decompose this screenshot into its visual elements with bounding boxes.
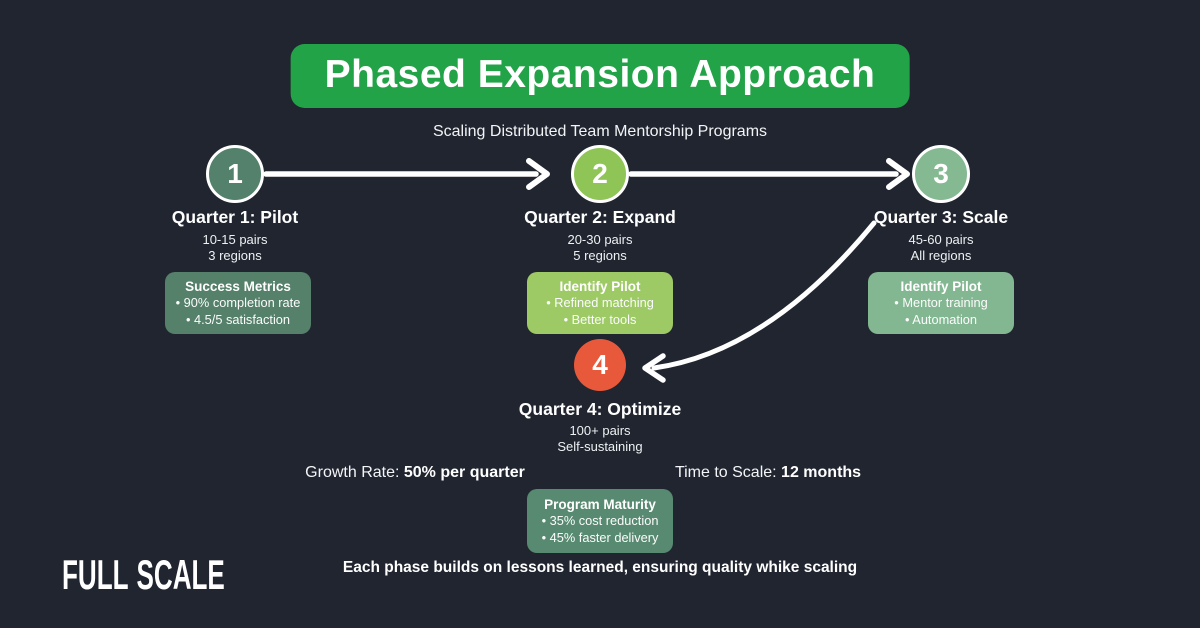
phase-2-bullet: • Refined matching bbox=[546, 295, 654, 310]
phase-2-box-title: Identify Pilot bbox=[559, 279, 641, 294]
phase-1-bullet: • 4.5/5 satisfaction bbox=[185, 311, 291, 327]
phase-1-number: 1 bbox=[227, 158, 243, 189]
phase-4-box-title: Program Maturity bbox=[544, 497, 656, 512]
page-title: Phased Expansion Approach bbox=[290, 44, 910, 108]
phase-4-sustaining: Self-sustaining bbox=[557, 438, 643, 454]
phase-1-meta: 10-15 pairs 3 regions bbox=[105, 232, 365, 263]
phase-2-meta: 20-30 pairs 5 regions bbox=[470, 232, 730, 263]
phase-3-pairs: 45-60 pairs bbox=[908, 232, 974, 247]
phase-3-box-title: Identify Pilot bbox=[900, 279, 982, 294]
phase-3-number: 3 bbox=[933, 158, 949, 189]
growth-rate-value: 50% per quarter bbox=[403, 464, 525, 481]
phase-4-metrics-box: Program Maturity • 35% cost reduction • … bbox=[527, 489, 673, 553]
time-to-scale-value: 12 months bbox=[781, 464, 862, 481]
page-subtitle: Scaling Distributed Team Mentorship Prog… bbox=[432, 123, 768, 140]
phase-4-number: 4 bbox=[592, 349, 608, 380]
phase-4-pairs: 100+ pairs bbox=[569, 423, 631, 438]
full-scale-logo: FULL SCALE bbox=[62, 551, 225, 598]
phase-4-heading: Quarter 4: Optimize bbox=[518, 399, 682, 419]
phase-1-metrics-box: Success Metrics • 90% completion rate • … bbox=[165, 272, 311, 334]
phase-3-metrics-box: Identify Pilot • Mentor training • Autom… bbox=[868, 272, 1014, 334]
phase-2-number: 2 bbox=[592, 158, 608, 189]
phase-2-regions: 5 regions bbox=[573, 247, 627, 263]
phase-3-regions: All regions bbox=[910, 247, 972, 263]
phase-3-meta: 45-60 pairs All regions bbox=[811, 232, 1071, 263]
phase-4-bullet: • 35% cost reduction bbox=[541, 513, 659, 528]
phase-3-heading: Quarter 3: Scale bbox=[873, 207, 1009, 227]
phase-4-meta: 100+ pairs Self-sustaining bbox=[470, 423, 730, 454]
phase-4-circle: 4 bbox=[574, 339, 626, 391]
phase-1-bullet: • 90% completion rate bbox=[175, 295, 301, 310]
phase-1-circle: 1 bbox=[206, 145, 264, 203]
phase-1-pairs: 10-15 pairs bbox=[202, 232, 268, 247]
arrow-q2-to-q3-head bbox=[886, 158, 910, 190]
growth-rate-stat: Growth Rate: 50% per quarter bbox=[305, 464, 525, 482]
footer-note: Each phase builds on lessons learned, en… bbox=[342, 559, 858, 576]
phase-3-bullet: • Automation bbox=[904, 311, 978, 327]
phase-2-metrics-box: Identify Pilot • Refined matching • Bett… bbox=[527, 272, 673, 334]
phase-2-heading: Quarter 2: Expand bbox=[524, 207, 676, 227]
phase-3-circle: 3 bbox=[912, 145, 970, 203]
growth-rate-label: Growth Rate: bbox=[305, 464, 404, 481]
phase-2-bullet: • Better tools bbox=[563, 311, 637, 327]
time-to-scale-stat: Time to Scale: 12 months bbox=[675, 464, 861, 482]
phase-2-pairs: 20-30 pairs bbox=[567, 232, 633, 247]
time-to-scale-label: Time to Scale: bbox=[674, 464, 782, 481]
phase-4-bullet: • 45% faster delivery bbox=[541, 529, 659, 545]
phase-1-regions: 3 regions bbox=[208, 247, 262, 263]
phase-1-box-title: Success Metrics bbox=[185, 279, 291, 294]
arrow-q1-to-q2-head bbox=[526, 158, 550, 190]
phase-3-bullet: • Mentor training bbox=[894, 295, 988, 310]
arrow-q3-to-q4-head bbox=[642, 353, 666, 383]
phase-1-heading: Quarter 1: Pilot bbox=[171, 207, 299, 227]
phase-2-circle: 2 bbox=[571, 145, 629, 203]
